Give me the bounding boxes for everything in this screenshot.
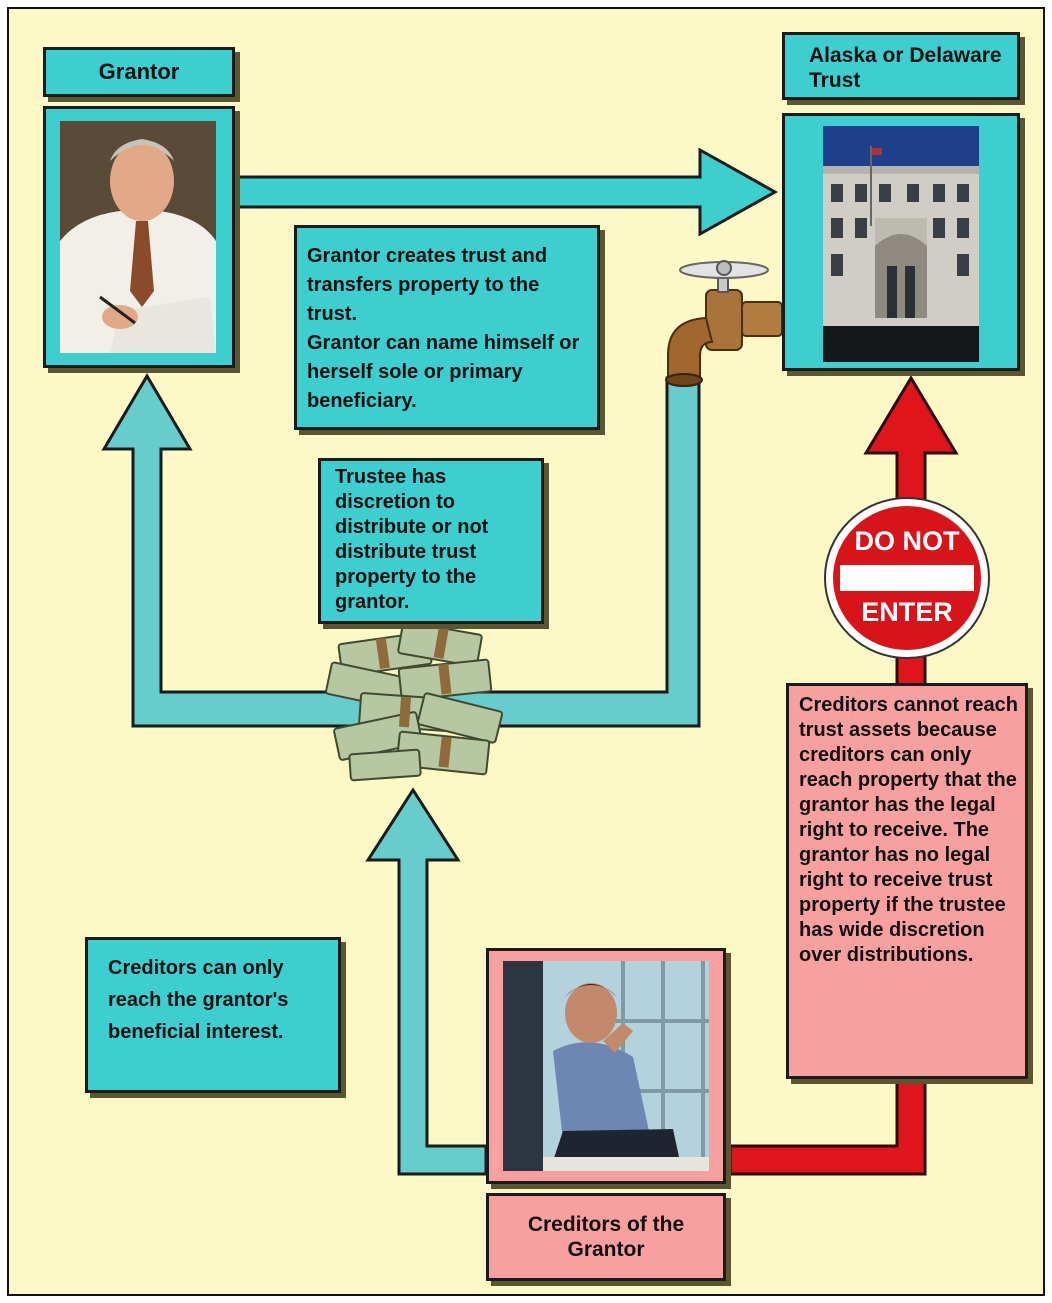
courthouse-building-photo: [823, 126, 979, 362]
teal-arrow-grantor-to-trust: [236, 147, 779, 237]
creditors-can-text: Creditors can only reach the grantor's b…: [108, 957, 289, 1043]
grantor-photo: [43, 106, 235, 368]
creditors-cannot-note: Creditors cannot reach trust assets beca…: [786, 683, 1028, 1079]
trust-photo: [782, 113, 1020, 371]
sign-line-2: ENTER: [861, 597, 953, 627]
trustee-discretion-note: Trustee has discretion to distribute or …: [318, 458, 544, 624]
trust-label: Alaska or Delaware Trust: [809, 44, 1002, 92]
trustee-discretion-text: Trustee has discretion to distribute or …: [335, 466, 489, 613]
grantor-creates-text: Grantor creates trust and transfers prop…: [307, 245, 580, 412]
grantor-label: Grantor: [98, 59, 180, 84]
do-not-enter-sign-icon: [824, 497, 990, 659]
teal-arrow-trust-to-grantor: [101, 373, 701, 728]
creditors-cannot-text: Creditors cannot reach trust assets beca…: [799, 694, 1018, 966]
man-signing-document-photo: [60, 121, 216, 353]
sign-line-1: DO NOT: [854, 526, 960, 556]
creditors-can-note: Creditors can only reach the grantor's b…: [85, 937, 341, 1093]
creditors-of-grantor-box: Creditors of the Grantor: [486, 1193, 726, 1281]
grantor-label-box: Grantor: [43, 47, 235, 97]
creditors-of-grantor-label: Creditors of the Grantor: [527, 1213, 685, 1261]
do-not-enter-sign: DO NOT ENTER: [822, 496, 992, 660]
trust-label-box: Alaska or Delaware Trust: [782, 32, 1020, 100]
stressed-man-on-phone-photo: [503, 961, 709, 1171]
money-stack-icon: [325, 620, 504, 782]
creditor-photo: [486, 948, 726, 1184]
teal-arrow-creditors-to-money: [365, 787, 488, 1176]
grantor-creates-note: Grantor creates trust and transfers prop…: [294, 225, 600, 430]
faucet-icon: [665, 260, 783, 387]
